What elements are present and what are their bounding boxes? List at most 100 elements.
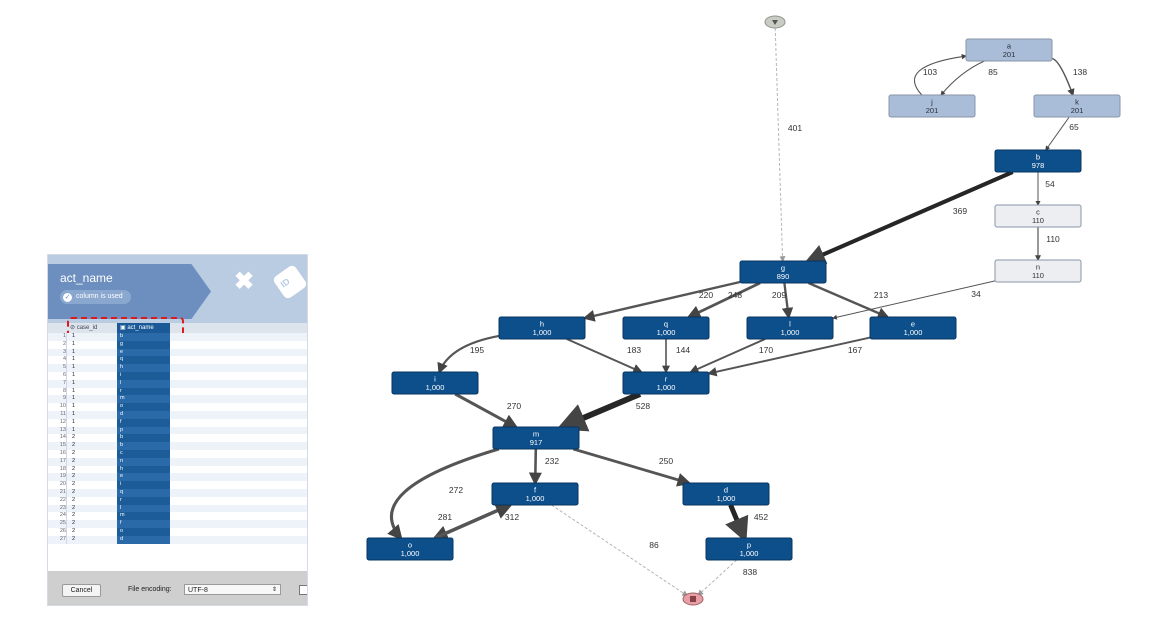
stop-icon [690, 596, 696, 602]
edge-i-m[interactable] [454, 392, 519, 429]
node-box [391, 371, 479, 395]
edge-m-f[interactable] [528, 448, 542, 486]
edge-b-g[interactable] [804, 170, 1014, 264]
edge-label: 54 [1045, 179, 1055, 189]
edge-g-l[interactable] [781, 282, 794, 320]
edge-d-p[interactable] [725, 504, 749, 543]
edge-m-d[interactable] [572, 447, 692, 487]
edge-h-i[interactable] [437, 334, 500, 375]
case-id-cell: 1 [72, 418, 76, 425]
edge-a-j[interactable] [940, 60, 985, 96]
column-header-act-name[interactable]: ▣ act_name [117, 323, 170, 333]
close-icon[interactable]: ✖ [234, 268, 255, 295]
act-name-cell: m [117, 512, 170, 521]
node-name: m [533, 430, 539, 439]
row-number: 9 [62, 395, 66, 402]
edge-f-end[interactable] [551, 504, 689, 597]
file-encoding-value: UTF-8 [188, 587, 208, 594]
edge-g-e[interactable] [808, 281, 890, 319]
activity-node-r[interactable]: r1,000 [622, 371, 710, 395]
edge-r-m[interactable] [556, 391, 642, 432]
node-count: 1,000 [717, 494, 736, 503]
column-used-label: column is used [76, 293, 123, 300]
column-used-toggle[interactable]: ✓ column is used [60, 290, 131, 304]
activity-node-h[interactable]: h1,000 [498, 316, 586, 340]
activity-node-e[interactable]: e1,000 [869, 316, 957, 340]
edge-j-a[interactable] [913, 53, 968, 96]
checkbox[interactable] [299, 585, 307, 595]
case-id-cell: 1 [72, 379, 76, 386]
node-name: n [1036, 263, 1040, 272]
row-number: 24 [59, 512, 66, 519]
activity-node-d[interactable]: d1,000 [682, 482, 770, 506]
import-column-panel: act_name ✓ column is used ✖ ID ⊘ case_id… [47, 254, 308, 606]
node-box [994, 259, 1082, 283]
node-name: l [789, 320, 791, 329]
activity-node-l[interactable]: l1,000 [746, 316, 834, 340]
activity-node-f[interactable]: f1,000 [491, 482, 579, 506]
edge-l-r[interactable] [689, 338, 766, 374]
edge-n-l[interactable] [832, 280, 996, 320]
file-encoding-select[interactable]: UTF-8 ⇕ [184, 584, 281, 595]
edge-k-b[interactable] [1045, 116, 1070, 151]
cancel-button[interactable]: Cancel [62, 584, 101, 597]
activity-node-o[interactable]: o1,000 [366, 537, 454, 561]
row-number: 23 [59, 504, 66, 511]
column-header-case-id[interactable]: ⊘ case_id [70, 323, 114, 333]
activity-node-q[interactable]: q1,000 [622, 316, 710, 340]
act-name-cell: e [117, 348, 170, 357]
edge-g-q[interactable] [686, 281, 761, 319]
act-name-cell: o [117, 527, 170, 536]
edge-m-o[interactable] [387, 447, 500, 541]
edge-p-end[interactable] [697, 559, 738, 596]
edge-o-f[interactable] [434, 502, 514, 540]
edge-label: 270 [507, 401, 521, 411]
file-encoding-label: File encoding: [128, 586, 172, 593]
edge-a-k[interactable] [1051, 57, 1075, 97]
edge-label: 369 [953, 206, 967, 216]
activity-node-p[interactable]: p1,000 [705, 537, 793, 561]
node-count: 201 [926, 106, 939, 115]
edge-h-r[interactable] [566, 338, 644, 374]
edge-g-h[interactable] [582, 280, 741, 322]
edge-e-r[interactable] [707, 336, 871, 377]
edge-start-g[interactable] [774, 27, 786, 263]
case-id-cell: 1 [72, 387, 76, 394]
activity-node-i[interactable]: i1,000 [391, 371, 479, 395]
